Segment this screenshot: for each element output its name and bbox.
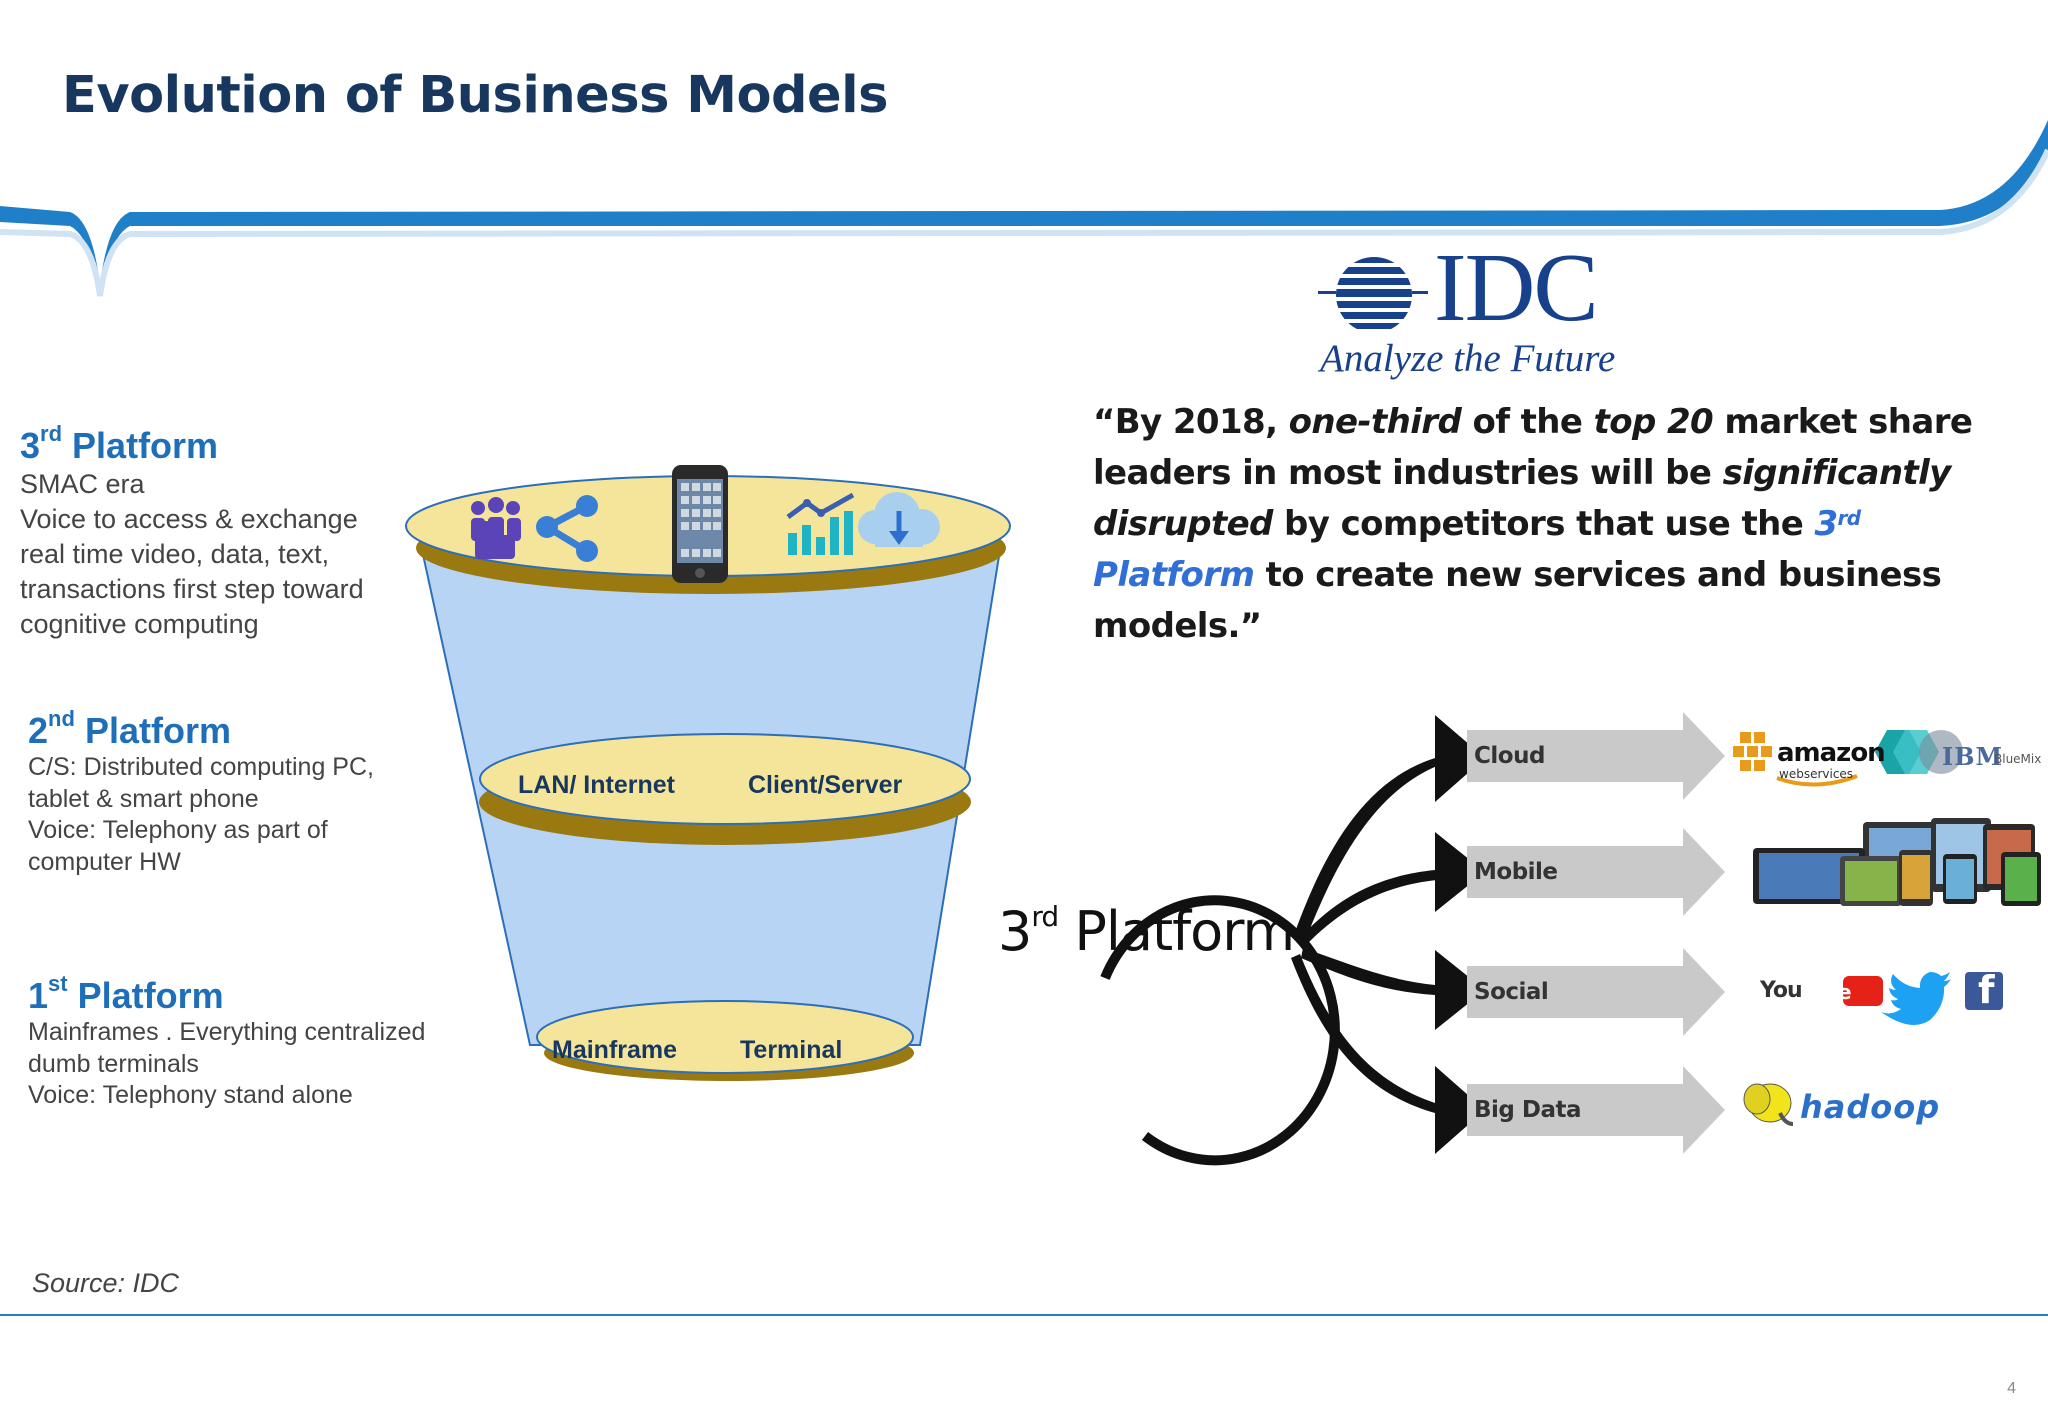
- category-arrows: [1467, 712, 1725, 1154]
- ibm-wordmark: IBM: [1942, 742, 2004, 771]
- idc-tagline: Analyze the Future: [1320, 337, 1616, 380]
- cloud-download-icon: [858, 492, 940, 547]
- platform-circle: [1100, 895, 1340, 1166]
- source-note: Source: IDC: [32, 1268, 180, 1298]
- platform-2-description: C/S: Distributed computing PC, tablet & …: [28, 753, 374, 876]
- third-platform-label: 3rd Platform: [998, 900, 1295, 963]
- facebook-icon: [1965, 972, 2003, 1010]
- platform-3-title: 3rd Platform: [20, 421, 219, 466]
- header-band: [0, 120, 2048, 297]
- bottom-ring: [536, 1000, 914, 1074]
- amazon-webservices: webservices: [1779, 767, 1854, 781]
- branch-arrows: [1291, 715, 1485, 1154]
- mobile-devices-icon: [1753, 818, 2041, 906]
- category-social: Social: [1474, 979, 1549, 1005]
- analytics-icon: [786, 492, 855, 555]
- platform-3-description: SMAC era Voice to access & exchange real…: [20, 469, 364, 639]
- category-cloud: Cloud: [1474, 743, 1545, 769]
- footer-divider: [0, 1314, 2048, 1316]
- people-icon: [471, 497, 521, 559]
- amazon-smile: [1776, 774, 1858, 787]
- platform-funnel: [405, 465, 1011, 1081]
- middle-ring: [479, 733, 971, 825]
- idc-logo: IDC Analyze the Future: [1318, 238, 1648, 390]
- platform-1-title: 1st Platform: [28, 971, 224, 1016]
- ring-label-terminal: Terminal: [740, 1036, 843, 1064]
- hadoop-wordmark: hadoop: [1800, 1088, 1941, 1126]
- platform-2-title: 2nd Platform: [28, 706, 231, 751]
- youtube-you: You: [1760, 978, 1803, 1003]
- ring-label-mainframe: Mainframe: [552, 1036, 678, 1064]
- youtube-tube: Tube: [1801, 980, 1852, 1004]
- idc-quote: “By 2018, one-third of the top 20 market…: [1093, 402, 1973, 646]
- ring-label-lan-internet: LAN/ Internet: [518, 771, 675, 799]
- ibm-bluemix-icon: [1875, 730, 1963, 774]
- category-mobile: Mobile: [1474, 859, 1558, 885]
- youtube-box: [1843, 976, 1883, 1006]
- ibm-bluemix-text: BlueMix: [1994, 752, 2042, 766]
- idc-globe-icon: [1318, 257, 1428, 329]
- smartphone-icon: [672, 465, 728, 583]
- share-icon: [536, 495, 598, 562]
- facebook-letter: f: [1978, 968, 1995, 1012]
- category-big-data: Big Data: [1474, 1097, 1582, 1123]
- hadoop-elephant-icon: [1743, 1083, 1794, 1126]
- page-number: 4: [2007, 1380, 2016, 1397]
- page-title: Evolution of Business Models: [62, 66, 888, 125]
- platform-1-description: Mainframes . Everything centralized dumb…: [28, 1018, 426, 1109]
- third-platform-diagram: [1100, 712, 2041, 1166]
- twitter-icon: [1881, 972, 1951, 1025]
- idc-wordmark: IDC: [1434, 234, 1599, 342]
- amazon-cubes-icon: [1733, 732, 1772, 771]
- ring-label-client-server: Client/Server: [748, 771, 903, 799]
- amazon-wordmark: amazon: [1777, 738, 1886, 768]
